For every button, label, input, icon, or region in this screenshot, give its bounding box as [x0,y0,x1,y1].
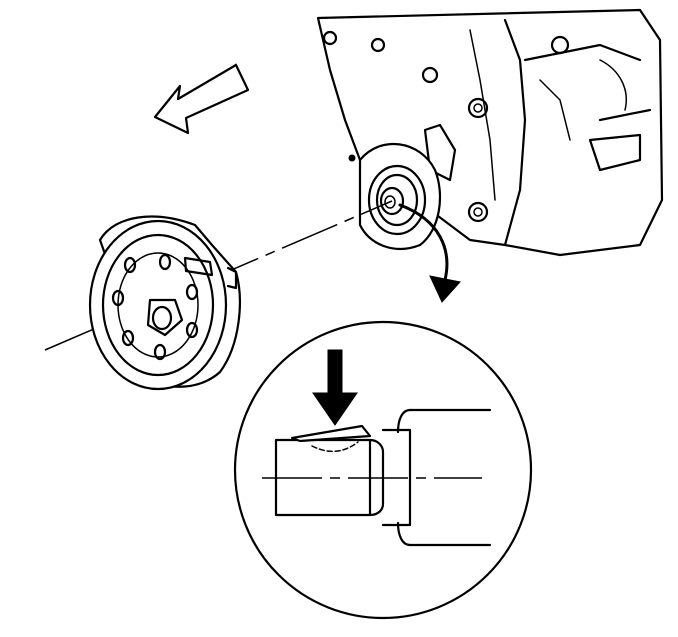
detail-shaft [262,408,492,547]
detail-view [233,320,533,620]
removal-arrow [153,63,250,135]
crankshaft-key [290,424,372,453]
crankshaft-balancer [88,215,241,391]
key-indicator-arrow [312,349,358,426]
detail-callout-arrow [398,203,461,303]
engine-block [316,8,664,257]
